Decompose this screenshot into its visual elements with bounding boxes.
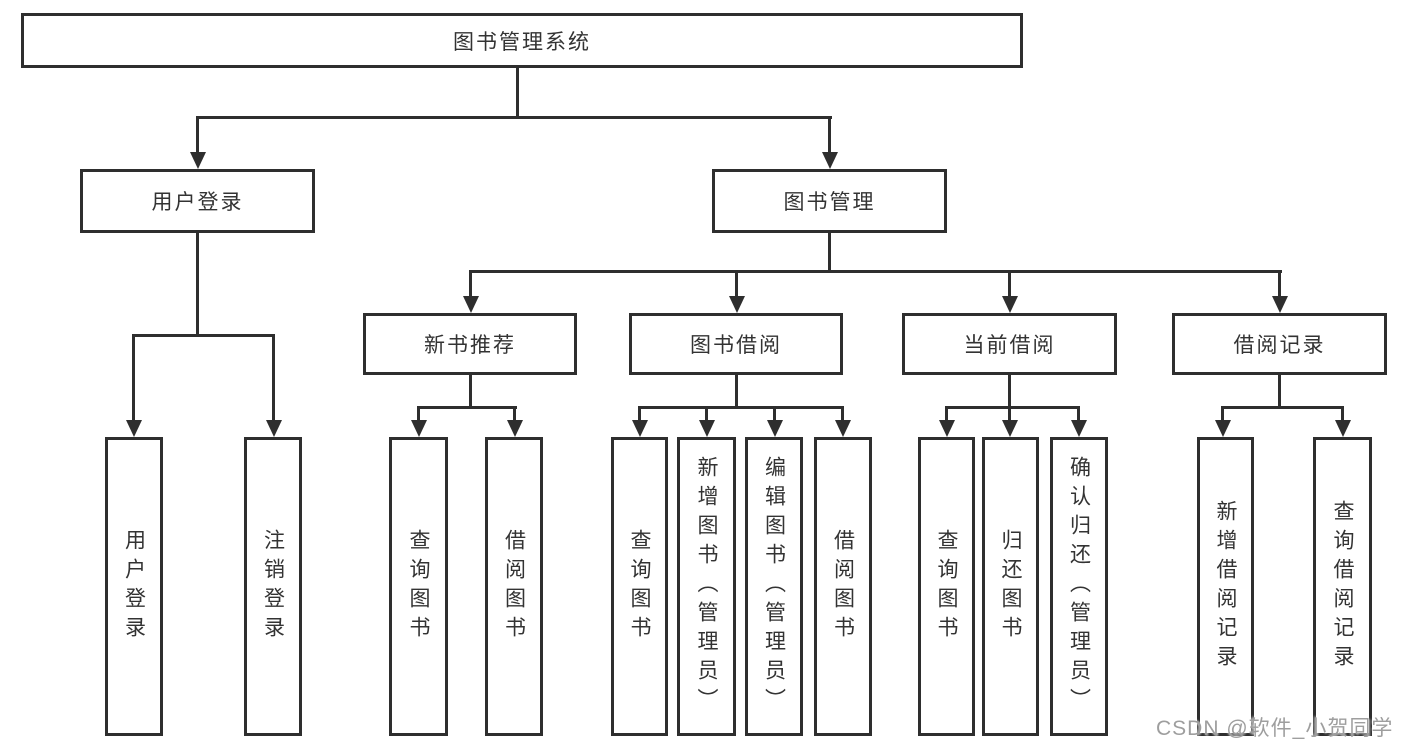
connector-records-stem: [1278, 375, 1281, 409]
node-label: 新书推荐: [424, 334, 516, 357]
arrowhead-book-borrow: [729, 296, 745, 313]
node-label: 图书借阅: [690, 334, 782, 357]
node-new-book-recommend: 新书推荐: [363, 313, 577, 375]
connector-leaf: [841, 406, 844, 421]
node-book-management: 图书管理: [712, 169, 947, 233]
connector-leaf: [417, 406, 420, 421]
connector-to-new-books: [469, 270, 472, 297]
connector-root-stem: [516, 68, 519, 117]
arrowhead-borrow-records: [1272, 296, 1288, 313]
connector-leaf: [638, 406, 641, 421]
arrowhead-current-borrow: [1002, 296, 1018, 313]
arrowhead-user-login: [190, 152, 206, 169]
connector-newbooks-bar: [417, 406, 517, 409]
node-book-borrowing: 图书借阅: [629, 313, 843, 375]
arrowhead-leaf: [835, 420, 851, 437]
node-label: 图书管理: [783, 191, 876, 214]
leaf-query-books-current: 查询图书: [918, 437, 975, 736]
node-borrowing-records: 借阅记录: [1172, 313, 1387, 375]
connector-leaf: [1341, 406, 1344, 421]
leaf-query-borrow-record: 查询借阅记录: [1313, 437, 1372, 736]
leaf-edit-book-admin: 编辑图书（管理员）: [745, 437, 803, 736]
connector-bookmgmt-stem: [828, 233, 831, 273]
connector-to-current-borrow: [1008, 270, 1011, 297]
node-current-borrowing: 当前借阅: [902, 313, 1117, 375]
connector-bookmgmt-bar: [469, 270, 1282, 273]
csdn-watermark: CSDN @软件_小贺同学: [1156, 717, 1394, 740]
connector-leaf: [1008, 406, 1011, 421]
connector-to-leaf-login: [132, 334, 135, 420]
arrowhead-leaf: [1215, 420, 1231, 437]
leaf-add-borrow-record: 新增借阅记录: [1197, 437, 1254, 736]
node-label: 借阅记录: [1233, 334, 1326, 357]
connector-leaf: [705, 406, 708, 421]
connector-leaf: [513, 406, 516, 421]
leaf-user-login: 用户登录: [105, 437, 163, 736]
arrowhead-leaf-logout: [266, 420, 282, 437]
arrowhead-leaf: [507, 420, 523, 437]
leaf-confirm-return-admin: 确认归还（管理员）: [1050, 437, 1108, 736]
leaf-borrow-books-recommend: 借阅图书: [485, 437, 543, 736]
connector-leaf: [1077, 406, 1080, 421]
arrowhead-leaf: [632, 420, 648, 437]
connector-to-user-login: [196, 116, 199, 152]
connector-newbooks-stem: [469, 375, 472, 409]
node-label: 当前借阅: [963, 334, 1056, 357]
arrowhead-leaf: [699, 420, 715, 437]
arrowhead-leaf: [767, 420, 783, 437]
arrowhead-book-mgmt: [822, 152, 838, 169]
connector-leaf: [1221, 406, 1224, 421]
connector-to-leaf-logout: [272, 334, 275, 420]
arrowhead-leaf: [1002, 420, 1018, 437]
arrowhead-leaf: [1071, 420, 1087, 437]
connector-to-book-borrow: [735, 270, 738, 297]
connector-to-book-mgmt: [828, 116, 831, 152]
arrowhead-leaf: [411, 420, 427, 437]
connector-currentborrow-stem: [1008, 375, 1011, 409]
connector-userlogin-stem: [196, 233, 199, 336]
leaf-query-books-borrowing: 查询图书: [611, 437, 668, 736]
arrowhead-leaf-login: [126, 420, 142, 437]
node-user-login: 用户登录: [80, 169, 315, 233]
node-root-system: 图书管理系统: [21, 13, 1023, 68]
connector-currentborrow-bar: [945, 406, 1080, 409]
arrowhead-leaf: [939, 420, 955, 437]
node-label: 用户登录: [151, 191, 244, 214]
connector-root-bar: [196, 116, 832, 119]
connector-to-borrow-records: [1278, 270, 1281, 297]
leaf-return-book: 归还图书: [982, 437, 1039, 736]
connector-records-bar: [1221, 406, 1344, 409]
leaf-query-books-recommend: 查询图书: [389, 437, 448, 736]
leaf-add-book-admin: 新增图书（管理员）: [677, 437, 736, 736]
leaf-logout: 注销登录: [244, 437, 302, 736]
connector-bookborrow-bar: [638, 406, 844, 409]
connector-leaf: [945, 406, 948, 421]
arrowhead-new-books: [463, 296, 479, 313]
leaf-borrow-books-borrowing: 借阅图书: [814, 437, 872, 736]
node-label: 图书管理系统: [453, 30, 591, 54]
arrowhead-leaf: [1335, 420, 1351, 437]
connector-userlogin-bar: [132, 334, 275, 337]
connector-bookborrow-stem: [735, 375, 738, 409]
connector-leaf: [773, 406, 776, 421]
